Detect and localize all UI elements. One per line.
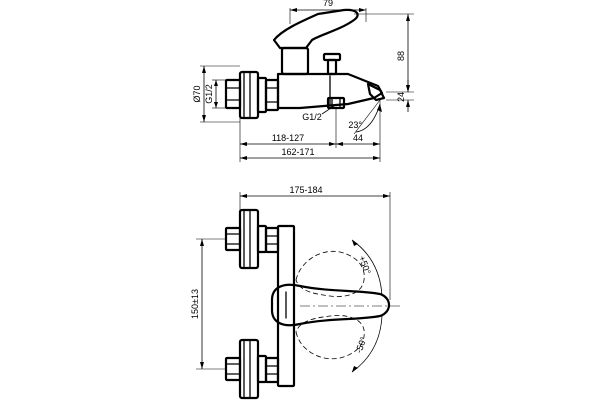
lever-handle bbox=[272, 8, 359, 50]
dim-spout-drop: 24 bbox=[396, 92, 406, 102]
dim-spout-projection: 44 bbox=[353, 133, 363, 143]
side-view: 79 88 24 Ø70 G1/2 G1/2 23° 118 bbox=[192, 0, 414, 162]
dim-total-height: 88 bbox=[396, 51, 406, 61]
diverter-knob bbox=[322, 52, 342, 76]
dim-eccentric-diameter: Ø70 bbox=[192, 85, 202, 102]
dim-inlet-thread: G1/2 bbox=[204, 84, 214, 104]
union-nut bbox=[264, 78, 280, 112]
spout-aerator bbox=[366, 82, 386, 102]
angle-lever-up: +50° bbox=[357, 254, 373, 276]
angle-lever-down: -50° bbox=[354, 335, 369, 354]
lever-ghost-up bbox=[295, 250, 365, 297]
mixer-body bbox=[276, 72, 384, 110]
dim-wall-to-body: 118-127 bbox=[272, 133, 304, 143]
dim-lever-reach: 79 bbox=[323, 0, 333, 8]
dim-inlet-centres: 150±13 bbox=[190, 289, 200, 319]
dim-spout-angle: 23° bbox=[348, 120, 362, 130]
lever-cartridge-cap bbox=[280, 46, 310, 76]
mixer-body-top bbox=[276, 224, 296, 388]
dim-overall-depth: 162-171 bbox=[281, 147, 314, 157]
upper-inlet-assembly bbox=[224, 208, 280, 270]
lever-handle-top bbox=[270, 283, 391, 327]
lower-inlet-assembly bbox=[224, 338, 280, 400]
dim-overall-width: 175-184 bbox=[289, 185, 322, 195]
eccentric-connector bbox=[224, 70, 268, 120]
top-view: +50° -50° 175-184 150±13 bbox=[190, 185, 400, 400]
lever-ghost-down bbox=[295, 315, 365, 360]
dim-outlet-thread: G1/2 bbox=[302, 112, 322, 122]
